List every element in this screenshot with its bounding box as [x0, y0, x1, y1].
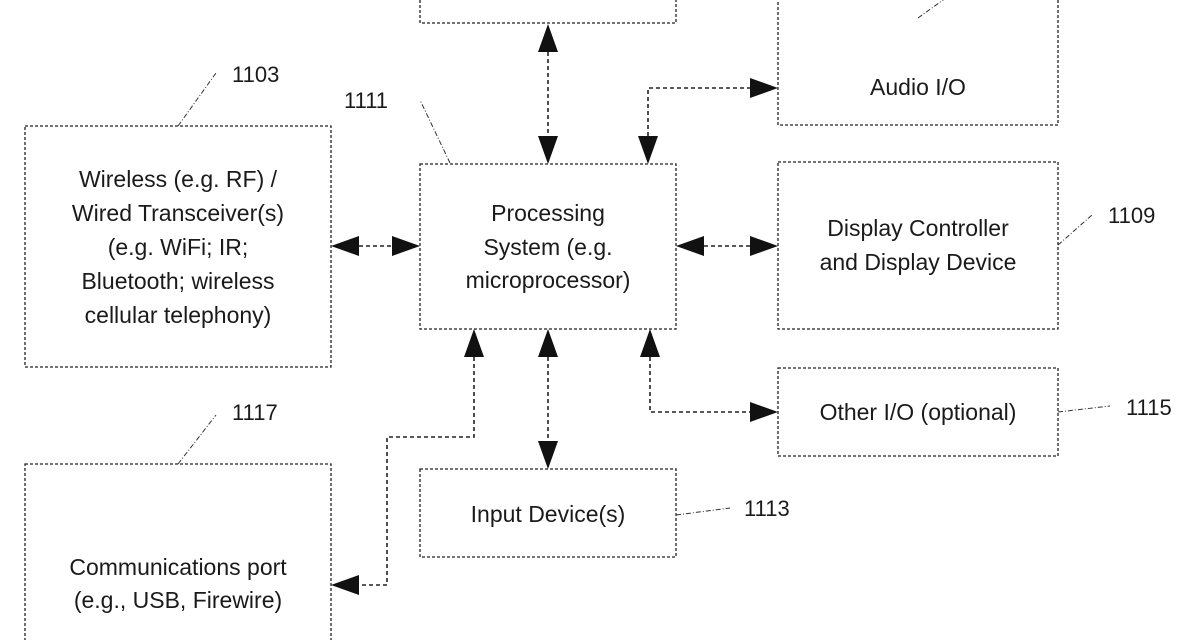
arrowhead-down-processing	[538, 136, 558, 164]
display-label-line-2: and Display Device	[820, 249, 1017, 275]
display-label-line-1: Display Controller	[827, 215, 1009, 241]
processing-label-line-2: System (e.g.	[483, 234, 612, 260]
input-devices-block: Input Device(s)	[419, 468, 677, 558]
ref-1113: 1113	[744, 496, 790, 521]
display-controller-block: Display Controller and Display Device	[777, 161, 1059, 330]
input-devices-label: Input Device(s)	[471, 501, 626, 527]
comm-port-label-line-1: Communications port	[69, 554, 287, 580]
top-block	[419, 0, 677, 24]
processing-leader	[419, 99, 451, 164]
wireless-transceiver-box	[24, 125, 332, 368]
wireless-label-line-1: Wireless (e.g. RF) /	[79, 166, 278, 192]
top-block-box	[419, 0, 677, 24]
arrowhead-left-comm-port	[331, 575, 359, 595]
processing-label-line-3: microprocessor)	[466, 267, 631, 293]
ref-1103: 1103	[232, 62, 279, 87]
processing-system-block: Processing System (e.g. microprocessor)	[419, 163, 677, 330]
ref-1115: 1115	[1126, 395, 1172, 420]
arrowhead-right-display	[750, 236, 778, 256]
arrowhead-up-top	[538, 24, 558, 52]
other-io-block: Other I/O (optional)	[777, 367, 1059, 457]
ref-1109: 1109	[1108, 203, 1155, 228]
connector-processing-other-io	[649, 357, 750, 413]
arrowhead-left-processing	[676, 236, 704, 256]
wireless-label-line-3: (e.g. WiFi; IR;	[108, 234, 249, 260]
audio-io-block: Audio I/O	[777, 0, 1059, 126]
communications-port-block: Communications port (e.g., USB, Firewire…	[24, 463, 332, 640]
processing-system-box	[419, 163, 677, 330]
other-io-label: Other I/O (optional)	[820, 399, 1017, 425]
comm-port-label-line-2: (e.g., USB, Firewire)	[74, 587, 282, 613]
ref-1117: 1117	[232, 400, 278, 425]
input-devices-box	[419, 468, 677, 558]
arrowhead-right-processing	[392, 236, 420, 256]
wireless-leader	[177, 72, 217, 127]
connector-processing-comm-port	[359, 357, 475, 586]
ref-1111: 1111	[344, 88, 388, 113]
audio-io-box	[777, 0, 1059, 126]
arrowhead-right-audio	[750, 78, 778, 98]
audio-io-label: Audio I/O	[870, 74, 966, 100]
arrowhead-up-processing-2	[538, 329, 558, 357]
comm-port-leader	[177, 414, 217, 465]
display-leader	[1057, 214, 1093, 246]
connector-processing-audio	[647, 87, 750, 136]
arrowhead-up-processing-3	[640, 329, 660, 357]
wireless-transceiver-block: Wireless (e.g. RF) / Wired Transceiver(s…	[24, 125, 332, 368]
wireless-label-line-2: Wired Transceiver(s)	[72, 200, 284, 226]
arrowhead-right-other-io	[750, 402, 778, 422]
wireless-label-line-4: Bluetooth; wireless	[81, 268, 274, 294]
arrowhead-down-processing-2	[638, 136, 658, 164]
arrowhead-left-wireless	[331, 236, 359, 256]
other-io-box	[777, 367, 1059, 457]
arrowhead-down-input	[538, 441, 558, 469]
arrowhead-up-processing-1	[464, 329, 484, 357]
display-controller-box	[777, 161, 1059, 330]
wireless-label-line-5: cellular telephony)	[85, 302, 272, 328]
processing-label-line-1: Processing	[491, 200, 605, 226]
input-devices-leader	[675, 507, 731, 516]
other-io-leader	[1057, 405, 1111, 413]
communications-port-box	[24, 463, 332, 640]
